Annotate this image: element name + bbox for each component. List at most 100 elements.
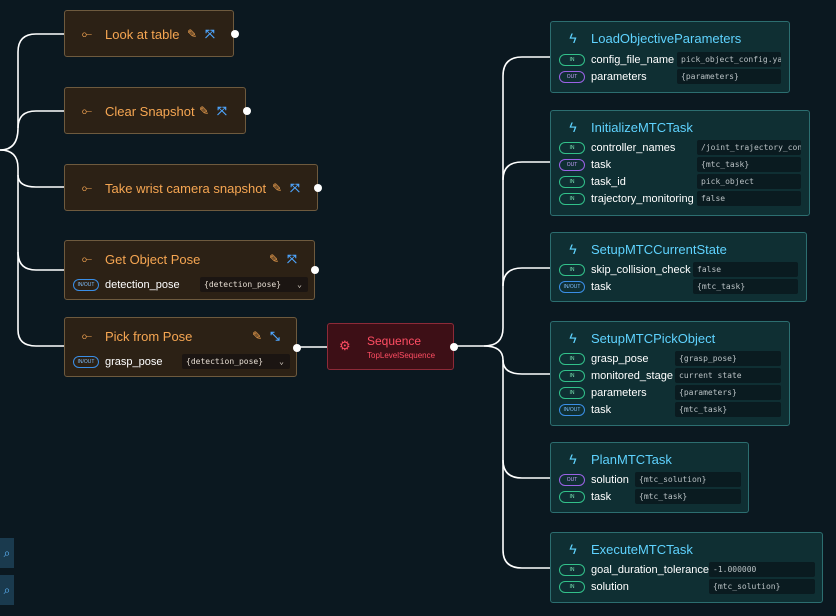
output-port[interactable] bbox=[243, 107, 251, 115]
port-value-select[interactable]: {detection_pose}⌄ bbox=[200, 277, 308, 292]
port-badge: OUT bbox=[559, 473, 585, 486]
output-port[interactable] bbox=[450, 343, 458, 351]
pencil-icon[interactable]: ✎ bbox=[269, 252, 280, 266]
subtree-node-take-wrist-camera-snapshot[interactable]: ⟜ Take wrist camera snapshot ✎ ⤧ bbox=[64, 164, 322, 211]
port-badge: IN bbox=[559, 563, 585, 576]
port-name: task bbox=[591, 158, 612, 171]
port-name: parameters bbox=[591, 70, 647, 83]
expand-icon[interactable]: ⤧ bbox=[290, 180, 300, 195]
subtree-node-look-at-table[interactable]: ⟜Look at table ✎⤧ bbox=[64, 10, 239, 57]
node-title: ExecuteMTCTask bbox=[591, 541, 693, 557]
port-name: solution bbox=[591, 473, 629, 486]
port-value-field[interactable]: {mtc_task} bbox=[675, 402, 781, 417]
port-name: detection_pose bbox=[105, 278, 180, 291]
expand-icon[interactable]: ⤧ bbox=[287, 251, 297, 266]
port-name: grasp_pose bbox=[591, 352, 649, 365]
port-value-field[interactable]: {mtc_task} bbox=[697, 157, 801, 172]
sequence-subtitle: TopLevelSequence bbox=[367, 351, 436, 360]
port-value-field[interactable]: /joint_trajectory_controller bbox=[697, 140, 801, 155]
search-icon[interactable]: ⌕ bbox=[0, 538, 14, 568]
search-icon[interactable]: ⌕ bbox=[0, 575, 14, 605]
port-name: config_file_name bbox=[591, 53, 675, 66]
chevron-down-icon: ⌄ bbox=[279, 357, 284, 366]
output-port[interactable] bbox=[293, 344, 301, 352]
pencil-icon[interactable]: ✎ bbox=[199, 104, 210, 118]
port-value-field[interactable]: current state bbox=[675, 368, 781, 383]
port-value-field[interactable]: {mtc_task} bbox=[635, 489, 741, 504]
sequence-title: Sequence bbox=[367, 334, 422, 348]
select-value: {detection_pose} bbox=[204, 280, 282, 289]
lightning-icon: ϟ bbox=[569, 451, 577, 467]
pencil-icon[interactable]: ✎ bbox=[252, 329, 263, 343]
port-value-field[interactable]: pick_object_config.yaml bbox=[677, 52, 781, 67]
port-name: skip_collision_check bbox=[591, 263, 691, 276]
gears-icon: ⚙ bbox=[339, 338, 351, 353]
port-badge: IN bbox=[559, 490, 585, 503]
port-value-field[interactable]: {parameters} bbox=[677, 69, 781, 84]
port-badge: IN bbox=[559, 369, 585, 382]
port-value-field[interactable]: {mtc_solution} bbox=[709, 579, 815, 594]
node-title: InitializeMTCTask bbox=[591, 119, 693, 135]
port-value-field[interactable]: {grasp_pose} bbox=[675, 351, 781, 366]
port-value-field[interactable]: pick_object bbox=[697, 174, 801, 189]
port-badge: IN bbox=[559, 141, 585, 154]
expand-icon[interactable]: ⤡ bbox=[270, 328, 280, 343]
output-port[interactable] bbox=[231, 30, 239, 38]
port-name: solution bbox=[591, 580, 629, 593]
port-name: task_id bbox=[591, 175, 626, 188]
node-title: Take wrist camera snapshot bbox=[105, 180, 267, 196]
action-node-setup-mtc-pick-object[interactable]: ϟ SetupMTCPickObject IN grasp_pose {grasp_… bbox=[550, 321, 790, 426]
pencil-icon[interactable]: ✎ bbox=[272, 181, 283, 195]
lightning-icon: ϟ bbox=[569, 330, 577, 346]
port-badge: OUT bbox=[559, 158, 585, 171]
port-badge: IN bbox=[559, 53, 585, 66]
port-badge: IN bbox=[559, 175, 585, 188]
subtree-icon: ⟜ bbox=[81, 251, 93, 266]
pencil-icon[interactable]: ✎ bbox=[187, 27, 198, 41]
node-title: Clear Snapshot bbox=[105, 103, 195, 119]
subtree-node-clear-snapshot[interactable]: ⟜Clear Snapshot ✎⤧ bbox=[64, 87, 251, 134]
port-value-field[interactable]: -1.000000 bbox=[709, 562, 815, 577]
port-value-field[interactable]: {mtc_task} bbox=[693, 279, 798, 294]
node-title: SetupMTCPickObject bbox=[591, 330, 716, 346]
sequence-node[interactable]: ⚙ Sequence TopLevelSequence bbox=[327, 323, 458, 370]
port-badge: OUT bbox=[559, 70, 585, 83]
node-title: SetupMTCCurrentState bbox=[591, 241, 727, 257]
subtree-icon: ⟜ bbox=[81, 180, 93, 195]
port-value-field[interactable]: {mtc_solution} bbox=[635, 472, 741, 487]
node-title: PlanMTCTask bbox=[591, 451, 672, 467]
port-badge: IN bbox=[559, 352, 585, 365]
port-value-field[interactable]: false bbox=[697, 191, 801, 206]
expand-icon[interactable]: ⤧ bbox=[205, 26, 215, 41]
port-name: monitored_stage bbox=[591, 369, 673, 382]
port-badge: IN/OUT bbox=[73, 278, 99, 291]
port-badge: IN bbox=[559, 580, 585, 593]
output-port[interactable] bbox=[311, 266, 319, 274]
port-name: parameters bbox=[591, 386, 647, 399]
lightning-icon: ϟ bbox=[569, 30, 577, 46]
port-badge: IN bbox=[559, 192, 585, 205]
port-name: task bbox=[591, 490, 612, 503]
output-port[interactable] bbox=[314, 184, 322, 192]
port-name: goal_duration_tolerance bbox=[591, 563, 710, 576]
port-badge: IN/OUT bbox=[73, 355, 99, 368]
port-name: controller_names bbox=[591, 141, 676, 154]
node-title: Pick from Pose bbox=[105, 328, 193, 344]
expand-icon[interactable]: ⤧ bbox=[217, 103, 227, 118]
port-name: grasp_pose bbox=[105, 355, 163, 368]
port-value-select[interactable]: {detection_pose}⌄ bbox=[182, 354, 290, 369]
port-badge: IN bbox=[559, 386, 585, 399]
port-value-field[interactable]: {parameters} bbox=[675, 385, 781, 400]
node-title: Look at table bbox=[105, 26, 180, 42]
port-badge: IN bbox=[559, 263, 585, 276]
port-badge: IN/OUT bbox=[559, 280, 585, 293]
port-value-field[interactable]: false bbox=[693, 262, 798, 277]
